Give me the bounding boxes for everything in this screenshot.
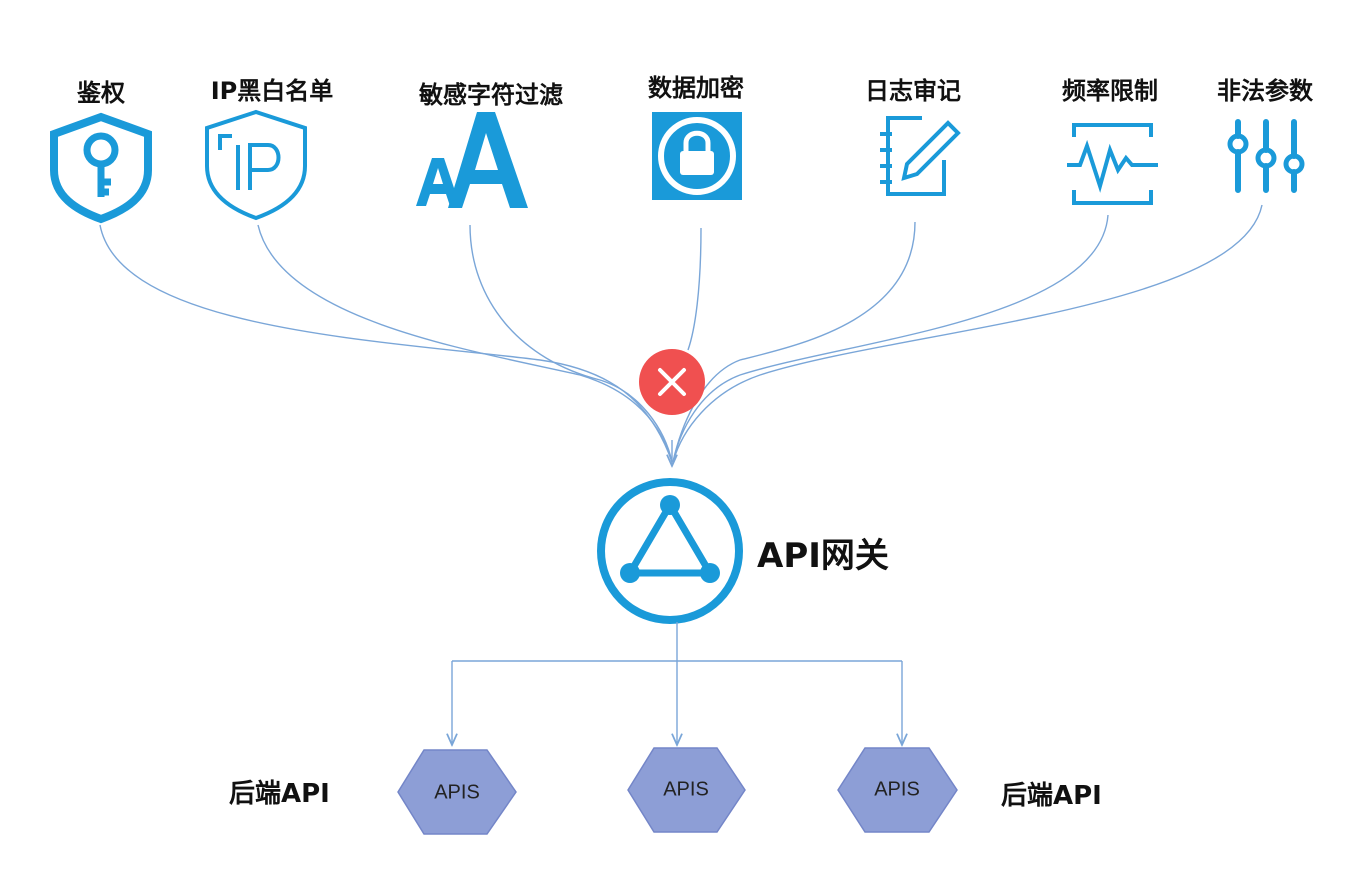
lock-icon — [652, 112, 742, 200]
api-node-label: APIS — [663, 778, 709, 801]
feature-label-auth: 鉴权 — [77, 79, 125, 107]
connector-log — [672, 221, 916, 463]
feature-label-log-audit: 日志审记 — [865, 77, 961, 105]
feature-label-ip-list: IP黑白名单 — [210, 77, 334, 105]
connector-filter — [469, 224, 673, 463]
key-shield-icon — [50, 112, 152, 224]
feature-label-rate-limit: 频率限制 — [1062, 77, 1158, 105]
backend-label-right: 后端API — [1001, 781, 1102, 811]
sliders-icon — [1227, 119, 1305, 193]
api-node-label: APIS — [434, 781, 480, 804]
backend-label-left: 后端API — [229, 779, 330, 809]
close-icon — [639, 349, 705, 415]
feature-label-illegal-param: 非法参数 — [1217, 77, 1313, 105]
api-node-label: APIS — [874, 778, 920, 801]
connector-auth — [99, 224, 673, 463]
api-node-hex — [837, 747, 958, 833]
api-node-hex — [397, 749, 517, 835]
waveform-icon — [1067, 123, 1158, 205]
notepad-pencil-icon — [880, 116, 961, 196]
connector-encrypt — [687, 227, 702, 351]
connector-rate — [672, 214, 1109, 463]
api-node-hex — [627, 747, 746, 833]
font-size-icon — [416, 112, 528, 208]
connector-param — [672, 204, 1263, 463]
feature-label-char-filter: 敏感字符过滤 — [419, 81, 563, 109]
feature-label-encrypt: 数据加密 — [648, 74, 744, 102]
triangle-nodes-icon — [597, 478, 743, 624]
connector-ip — [257, 224, 673, 463]
ip-shield-icon — [205, 109, 307, 221]
gateway-label: API网关 — [757, 536, 889, 576]
